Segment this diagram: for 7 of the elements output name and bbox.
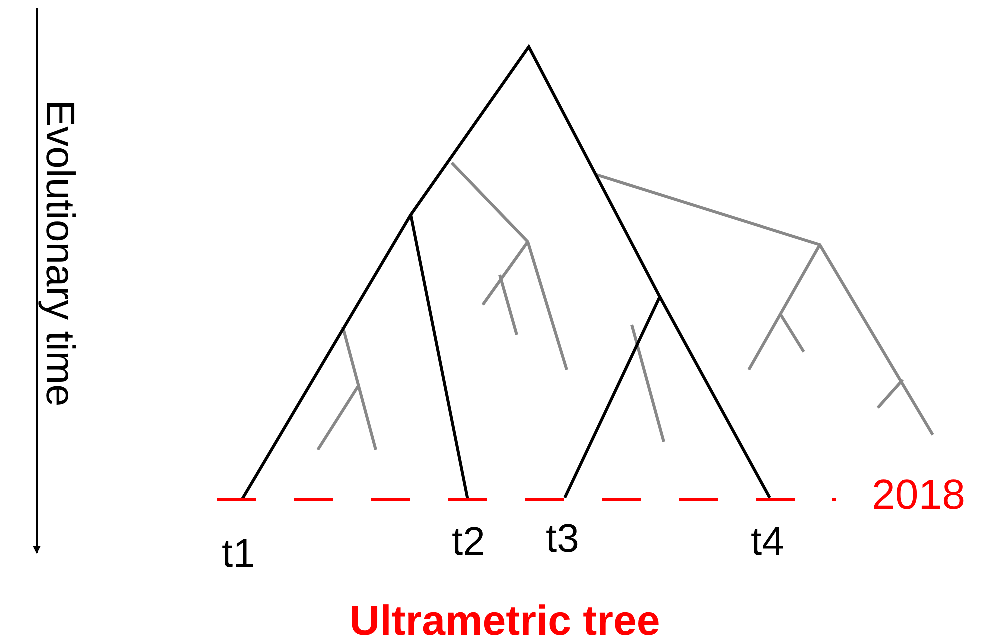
caption: Ultrametric tree <box>348 600 662 641</box>
tip-label: t2 <box>452 522 486 562</box>
tip-label: t1 <box>222 534 256 574</box>
year-label: 2018 <box>872 474 966 516</box>
tip-label: t4 <box>751 522 784 562</box>
tip-label: t3 <box>546 519 580 559</box>
axis-label: Evolutionary time <box>40 100 80 407</box>
